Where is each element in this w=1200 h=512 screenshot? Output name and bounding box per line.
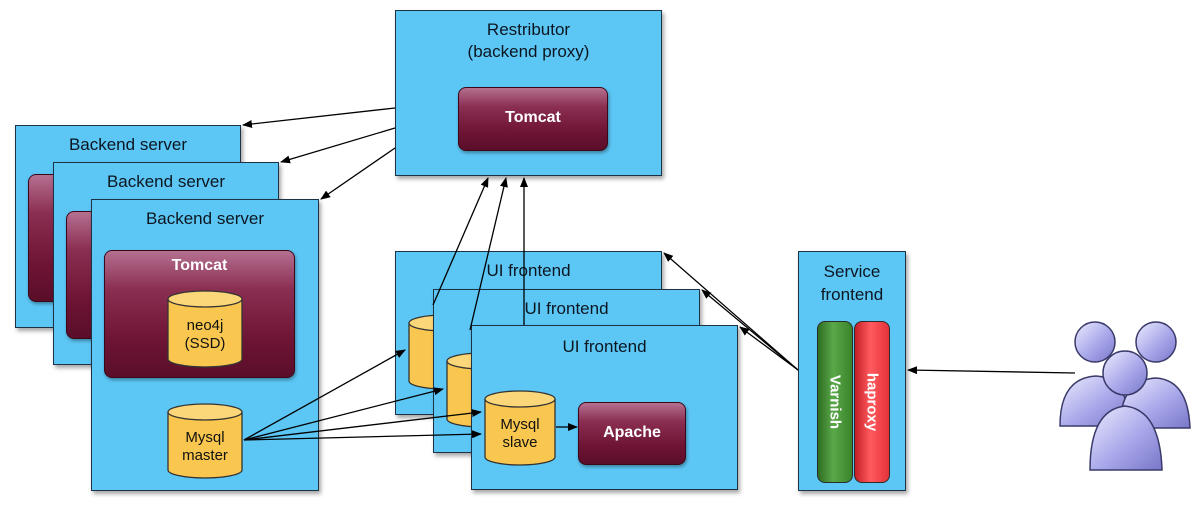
ui-frontend-front: UI frontend Mysql slave Apache: [471, 325, 738, 490]
neo4j-label-line1: neo4j: [186, 317, 224, 334]
ui-frontend-back-title: UI frontend: [486, 261, 571, 280]
apache-label: Apache: [603, 424, 661, 441]
backend-server-front-title: Backend server: [145, 209, 265, 228]
neo4j-database-icon: neo4j (SSD): [167, 290, 243, 368]
mysql-slave-label-line2: slave: [502, 434, 538, 451]
neo4j-cylinder-shape: [167, 290, 243, 368]
arrow-restributor-to-backend-middle: [280, 127, 396, 164]
restributor-tomcat-label: Tomcat: [505, 109, 561, 126]
service-frontend-title-line1: Service: [823, 262, 881, 281]
backend-server-front: Backend server Tomcat neo4j (SSD) Mysql …: [91, 199, 319, 491]
mysql-master-label-line2: master: [182, 447, 228, 464]
arrow-users-to-service: [907, 366, 1076, 375]
backend-server-back-title: Backend server: [68, 135, 188, 154]
arrow-restributor-to-backend-front: [320, 147, 396, 200]
arrow-restributor-to-backend-back: [242, 107, 396, 128]
restributor-box: Restributor (backend proxy) Tomcat: [395, 10, 662, 176]
backend-server-middle-title: Backend server: [106, 172, 226, 191]
varnish-component: Varnish: [817, 321, 853, 483]
restributor-title-line1: Restributor: [486, 20, 571, 39]
mysql-master-cylinder-shape: [167, 403, 243, 479]
backend-tomcat-label: Tomcat: [171, 257, 228, 274]
restributor-tomcat: Tomcat: [458, 87, 608, 151]
haproxy-label: haproxy: [863, 372, 881, 432]
ui-frontend-front-title: UI frontend: [562, 337, 647, 356]
users-group-shape: [1059, 321, 1191, 471]
mysql-master-label-line1: Mysql: [185, 429, 225, 446]
users-group-icon: [1058, 318, 1192, 473]
mysql-slave-cylinder-shape: [484, 390, 556, 466]
service-frontend-box: Service frontend Varnish haproxy: [798, 251, 906, 491]
mysql-slave-label-line1: Mysql: [500, 416, 540, 433]
neo4j-label-line2: (SSD): [184, 335, 226, 352]
arrow-service-to-ui-front: [739, 326, 799, 371]
ui-frontend-middle-title: UI frontend: [524, 299, 609, 318]
varnish-label: Varnish: [826, 374, 844, 430]
mysql-master-database-icon: Mysql master: [167, 403, 243, 479]
haproxy-component: haproxy: [854, 321, 890, 483]
restributor-title-line2: (backend proxy): [467, 42, 590, 61]
mysql-slave-database-icon: Mysql slave: [484, 390, 556, 466]
apache-server: Apache: [578, 402, 686, 465]
service-frontend-title-line2: frontend: [820, 285, 884, 304]
